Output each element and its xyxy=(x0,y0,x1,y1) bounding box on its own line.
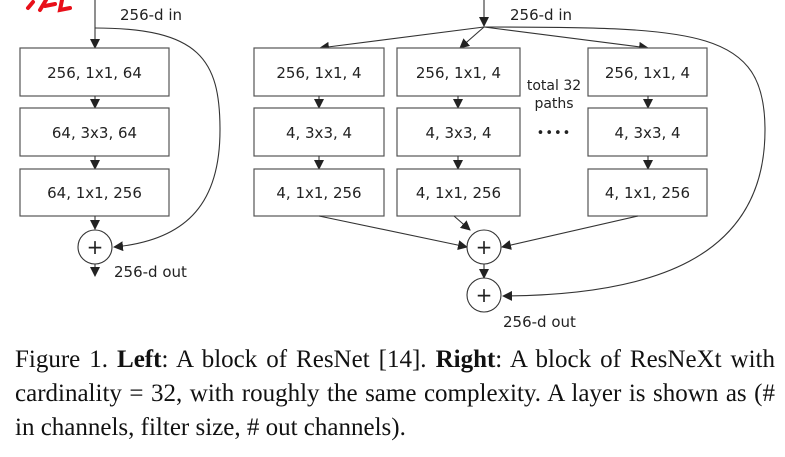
left-layer-2: 64, 3x3, 64 xyxy=(19,107,170,157)
svg-text:256, 1x1, 4: 256, 1x1, 4 xyxy=(416,64,501,82)
paths-note-line1: total 32 xyxy=(527,78,581,94)
merge-arrow-2 xyxy=(453,215,471,231)
left-input-label: 256-d in xyxy=(120,6,182,24)
figure-caption: Figure 1. Left: A block of ResNet [14]. … xyxy=(15,343,775,445)
left-layer-3: 64, 1x1, 256 xyxy=(19,168,170,217)
svg-text:256, 1x1, 64: 256, 1x1, 64 xyxy=(47,64,142,82)
split-arrow-3 xyxy=(483,26,649,52)
svg-text:4, 1x1, 256: 4, 1x1, 256 xyxy=(276,184,361,202)
handwritten-annotation xyxy=(26,0,72,13)
left-shortcut xyxy=(94,27,221,252)
path-2-layer-2: 4, 3x3, 4 xyxy=(396,107,521,157)
resnext-block-diagram: 256-d in 256, 1x1, 64 64, 3x3, 64 64, 1x… xyxy=(19,0,766,331)
left-output-label: 256-d out xyxy=(114,263,187,281)
left-layer-1: 256, 1x1, 64 xyxy=(19,47,170,97)
path-1-layer-2: 4, 3x3, 4 xyxy=(253,107,385,157)
split-arrow-2 xyxy=(459,26,485,49)
svg-text:256, 1x1, 4: 256, 1x1, 4 xyxy=(276,64,361,82)
path-3-layer-2: 4, 3x3, 4 xyxy=(587,107,708,157)
right-shortcut xyxy=(483,26,766,301)
svg-text:256, 1x1, 4: 256, 1x1, 4 xyxy=(605,64,690,82)
caption-left-text: : A block of ResNet [14]. xyxy=(161,346,436,373)
path-1-layer-1: 256, 1x1, 4 xyxy=(253,47,385,97)
path-3-layer-3: 4, 1x1, 256 xyxy=(587,168,708,217)
svg-text:+: + xyxy=(476,235,493,259)
path-1: 256, 1x1, 4 4, 3x3, 4 4, 1x1, 256 xyxy=(253,47,385,217)
svg-text:4, 3x3, 4: 4, 3x3, 4 xyxy=(614,124,680,142)
caption-right-bold: Right xyxy=(435,346,496,373)
svg-text:+: + xyxy=(87,235,104,259)
left-resnet-block: 256-d in 256, 1x1, 64 64, 3x3, 64 64, 1x… xyxy=(19,0,221,281)
path-3-layer-1: 256, 1x1, 4 xyxy=(587,47,708,97)
split-arrow-1 xyxy=(319,26,485,52)
paths-note-line2: paths xyxy=(534,96,573,112)
path-2: 256, 1x1, 4 4, 3x3, 4 4, 1x1, 256 xyxy=(396,47,521,217)
svg-text:4, 1x1, 256: 4, 1x1, 256 xyxy=(605,184,690,202)
path-2-layer-3: 4, 1x1, 256 xyxy=(396,168,521,217)
ellipsis-dots: •••• xyxy=(537,126,572,141)
svg-text:64, 3x3, 64: 64, 3x3, 64 xyxy=(52,124,137,142)
caption-right-text: : A block of ResNeXt with cardinality = … xyxy=(15,346,775,441)
right-output-label: 256-d out xyxy=(503,313,576,331)
left-sum-node: + xyxy=(77,229,113,265)
path-2-layer-1: 256, 1x1, 4 xyxy=(396,47,521,97)
caption-left-bold: Left xyxy=(117,346,162,373)
merge-arrow-1 xyxy=(318,215,468,251)
path-1-layer-3: 4, 1x1, 256 xyxy=(253,168,385,217)
path-3: 256, 1x1, 4 4, 3x3, 4 4, 1x1, 256 xyxy=(587,47,708,217)
svg-text:+: + xyxy=(476,283,493,307)
svg-text:4, 1x1, 256: 4, 1x1, 256 xyxy=(416,184,501,202)
right-sum-node: + xyxy=(466,277,502,313)
merge-arrow-3 xyxy=(501,215,639,250)
right-resnext-block: 256-d in 256, 1x1, 4 4, 3x3, 4 4, 1x1, 2… xyxy=(253,0,766,331)
svg-text:4, 3x3, 4: 4, 3x3, 4 xyxy=(286,124,352,142)
svg-text:64, 1x1, 256: 64, 1x1, 256 xyxy=(47,184,142,202)
right-input-label: 256-d in xyxy=(510,6,572,24)
right-aggregate-node: + xyxy=(466,229,502,265)
svg-text:4, 3x3, 4: 4, 3x3, 4 xyxy=(425,124,491,142)
caption-prefix: Figure 1. xyxy=(15,346,118,373)
